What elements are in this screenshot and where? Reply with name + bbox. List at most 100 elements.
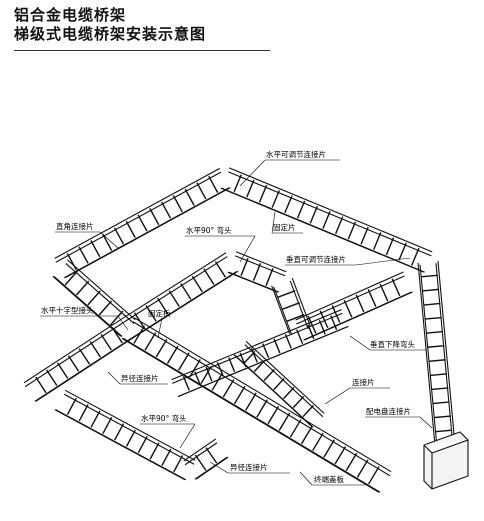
tray-drawing xyxy=(23,167,456,493)
tray-rung xyxy=(312,432,324,451)
label-horizontal-90-elbow-bottom: 水平90° 弯头 xyxy=(141,413,187,423)
tray-rung xyxy=(244,350,256,364)
label-reducer-connector-bottom: 异径连接片 xyxy=(230,462,268,472)
tray-rung xyxy=(211,372,224,391)
tray-rung xyxy=(307,324,315,340)
tray-rung xyxy=(250,347,258,363)
tray-rail xyxy=(171,309,342,381)
tray-rung xyxy=(360,226,369,245)
tray-rail xyxy=(271,285,291,335)
tray-rung xyxy=(189,359,201,378)
tray-rung xyxy=(180,283,192,300)
tray-top-left xyxy=(54,167,231,279)
tray-rung xyxy=(78,404,89,422)
tray-rung xyxy=(203,268,215,285)
tray-rung xyxy=(330,315,338,331)
tray-rail xyxy=(235,251,287,273)
label-vertical-adjustable-connector: 垂直可调节连接片 xyxy=(286,254,346,264)
tray-rail xyxy=(64,389,196,461)
tray-rung xyxy=(90,410,101,428)
tray-rail xyxy=(296,275,405,325)
tray-rung xyxy=(200,365,213,384)
tray-rung xyxy=(100,334,112,351)
tray-rung xyxy=(240,258,249,276)
tray-rail xyxy=(63,187,230,279)
tray-rung xyxy=(133,325,146,344)
tray-elbow-lead xyxy=(121,252,239,338)
tray-rung xyxy=(125,429,136,447)
tray-rung xyxy=(318,319,326,335)
tray-rung xyxy=(144,332,157,351)
tray-rung xyxy=(265,268,274,286)
tray-rung xyxy=(246,179,255,198)
tray-rung xyxy=(277,290,296,298)
tray-rung xyxy=(427,344,445,348)
tray-rung xyxy=(98,300,113,316)
tray-rail xyxy=(228,167,433,253)
tray-rung xyxy=(289,419,302,438)
title-underline xyxy=(14,50,270,51)
label-end-cover-plate: 终端盖板 xyxy=(314,474,344,484)
tray-rung xyxy=(431,387,449,391)
tray-rung xyxy=(319,310,329,329)
label-right-angle-connector: 直角连接片 xyxy=(56,221,94,231)
tray-rung xyxy=(284,195,293,214)
tray-rail xyxy=(133,317,392,473)
tray-elbow-side xyxy=(271,277,311,336)
tray-rung xyxy=(66,397,77,415)
tray-rung xyxy=(273,338,281,354)
tray-rung xyxy=(245,392,257,411)
tray-rung xyxy=(233,174,242,193)
distribution-box xyxy=(423,431,469,490)
tray-rail xyxy=(52,275,122,337)
tray-rung xyxy=(149,442,160,460)
label-reducer-connector-left: 异径连接片 xyxy=(121,373,159,383)
tray-rail xyxy=(228,271,279,293)
tray-rung xyxy=(286,314,305,322)
tray-rung xyxy=(56,362,69,379)
tray-rung xyxy=(205,447,218,464)
label-horizontal-cross-joint: 水平十字型接头 xyxy=(41,305,94,315)
tray-rung xyxy=(191,275,203,293)
tray-rung xyxy=(168,290,180,307)
tray-rail xyxy=(295,271,404,321)
tray-rung xyxy=(322,211,331,229)
tray-rail xyxy=(194,456,228,480)
tray-rail xyxy=(419,264,438,448)
tray-rail xyxy=(63,393,195,465)
tray-rung xyxy=(222,379,235,398)
title-block: 铝合金电缆桥架 梯级式电缆桥架安装示意图 xyxy=(14,6,276,44)
tray-inner-cross xyxy=(233,340,325,428)
tray-rail xyxy=(234,354,314,428)
tray-rail xyxy=(291,277,311,327)
tray-rung xyxy=(137,214,148,232)
tray-rung xyxy=(256,399,268,418)
tray-rail xyxy=(121,252,227,320)
tray-rung xyxy=(420,274,438,278)
tray-rung xyxy=(78,246,89,264)
tray-rung xyxy=(323,439,335,458)
tray-rung xyxy=(435,429,453,433)
tray-rung xyxy=(111,326,123,344)
tray-rung xyxy=(271,190,280,208)
tray-vertical-riser xyxy=(417,261,456,448)
tray-rung xyxy=(355,294,365,313)
tray-rung xyxy=(196,182,207,200)
tray-rail xyxy=(121,337,380,493)
tray-rung xyxy=(433,415,451,419)
tray-rung xyxy=(102,416,113,435)
tray-rung xyxy=(178,352,190,371)
leader-lines xyxy=(40,159,433,486)
tray-rail xyxy=(183,438,217,462)
tray-rail xyxy=(303,291,412,341)
tray-rung xyxy=(345,452,358,472)
tray-rung xyxy=(109,310,124,326)
tray-rail xyxy=(172,312,343,384)
tray-rung xyxy=(228,357,236,373)
tray-rung xyxy=(35,376,47,394)
tray-elbow-top xyxy=(227,251,287,293)
tray-rail xyxy=(24,322,124,388)
tray-rail xyxy=(437,261,456,445)
title-line-2: 梯级式电缆桥架安装示意图 xyxy=(14,25,207,43)
tray-rung xyxy=(334,446,347,465)
